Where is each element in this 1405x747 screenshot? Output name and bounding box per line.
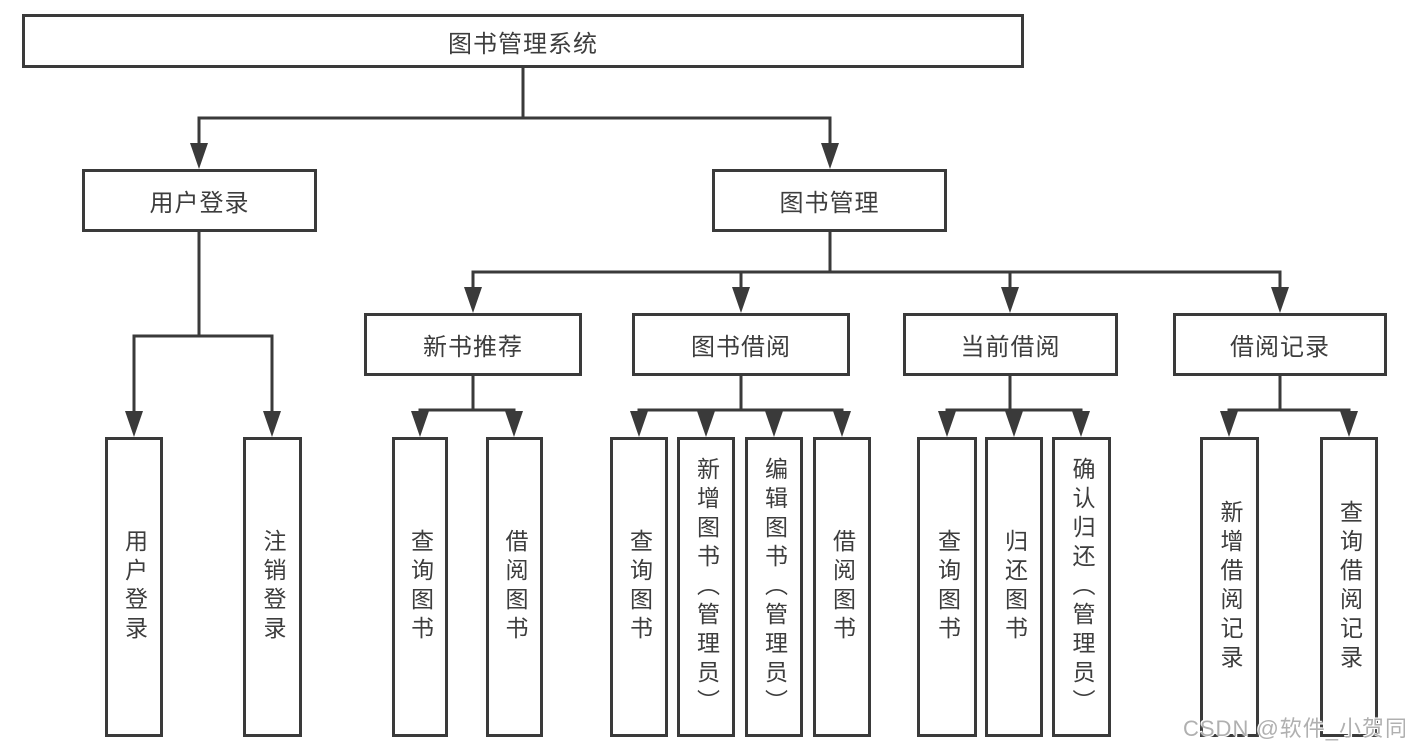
leaf-return-books-label: 归还图书 [1001, 529, 1028, 645]
leaf-logout: 注销登录 [243, 437, 302, 737]
node-borrowing-records: 借阅记录 [1173, 313, 1387, 376]
leaf-confirm-return-admin: 确认归还（管理员） [1052, 437, 1111, 737]
leaf-borrow-books-1: 借阅图书 [486, 437, 543, 737]
node-new-book-recommend: 新书推荐 [364, 313, 582, 376]
leaf-edit-book-admin-label: 编辑图书（管理员） [761, 456, 788, 718]
leaf-add-book-admin-label: 新增图书（管理员） [693, 456, 720, 718]
leaf-add-borrow-record-label: 新增借阅记录 [1217, 500, 1243, 674]
leaf-add-book-admin: 新增图书（管理员） [677, 437, 735, 737]
leaf-add-borrow-record: 新增借阅记录 [1200, 437, 1259, 737]
node-current-borrowing: 当前借阅 [903, 313, 1118, 376]
leaf-return-books: 归还图书 [985, 437, 1043, 737]
node-book-borrowing: 图书借阅 [632, 313, 850, 376]
leaf-borrow-books-1-label: 借阅图书 [502, 529, 528, 645]
leaf-query-books-1-label: 查询图书 [407, 529, 434, 645]
leaf-query-borrow-record: 查询借阅记录 [1320, 437, 1378, 737]
leaf-query-books-2-label: 查询图书 [626, 529, 653, 645]
leaf-query-books-2: 查询图书 [610, 437, 668, 737]
csdn-watermark: CSDN @软件_小贺同学 [1183, 716, 1405, 741]
leaf-edit-book-admin: 编辑图书（管理员） [745, 437, 803, 737]
leaf-borrow-books-2-label: 借阅图书 [829, 529, 856, 645]
node-library-system: 图书管理系统 [22, 14, 1024, 68]
leaf-confirm-return-admin-label: 确认归还（管理员） [1069, 456, 1095, 718]
leaf-user-login-label: 用户登录 [121, 529, 148, 645]
leaf-query-borrow-record-label: 查询借阅记录 [1336, 500, 1363, 674]
leaf-logout-label: 注销登录 [260, 529, 286, 645]
leaf-query-books-3: 查询图书 [917, 437, 977, 737]
leaf-query-books-3-label: 查询图书 [934, 529, 961, 645]
leaf-query-books-1: 查询图书 [392, 437, 448, 737]
leaf-user-login: 用户登录 [105, 437, 163, 737]
node-user-login: 用户登录 [82, 169, 317, 232]
node-book-management: 图书管理 [712, 169, 947, 232]
leaf-borrow-books-2: 借阅图书 [813, 437, 871, 737]
